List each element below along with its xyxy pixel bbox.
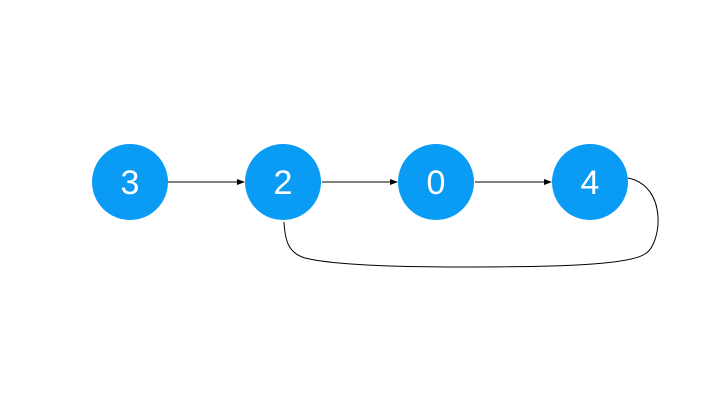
node-0-circle xyxy=(398,144,474,220)
node-4-label: 4 xyxy=(581,164,600,202)
node-3-label: 3 xyxy=(121,164,140,202)
edge-4-to-2-loop xyxy=(283,177,659,268)
node-0-label: 0 xyxy=(427,164,446,202)
node-4-circle xyxy=(552,144,628,220)
node-2-label: 2 xyxy=(274,164,293,202)
node-2-circle xyxy=(245,144,321,220)
node-3[interactable]: 3 xyxy=(92,144,168,220)
node-3-circle xyxy=(92,144,168,220)
node-2[interactable]: 2 xyxy=(245,144,321,220)
node-0[interactable]: 0 xyxy=(398,144,474,220)
node-4[interactable]: 4 xyxy=(552,144,628,220)
